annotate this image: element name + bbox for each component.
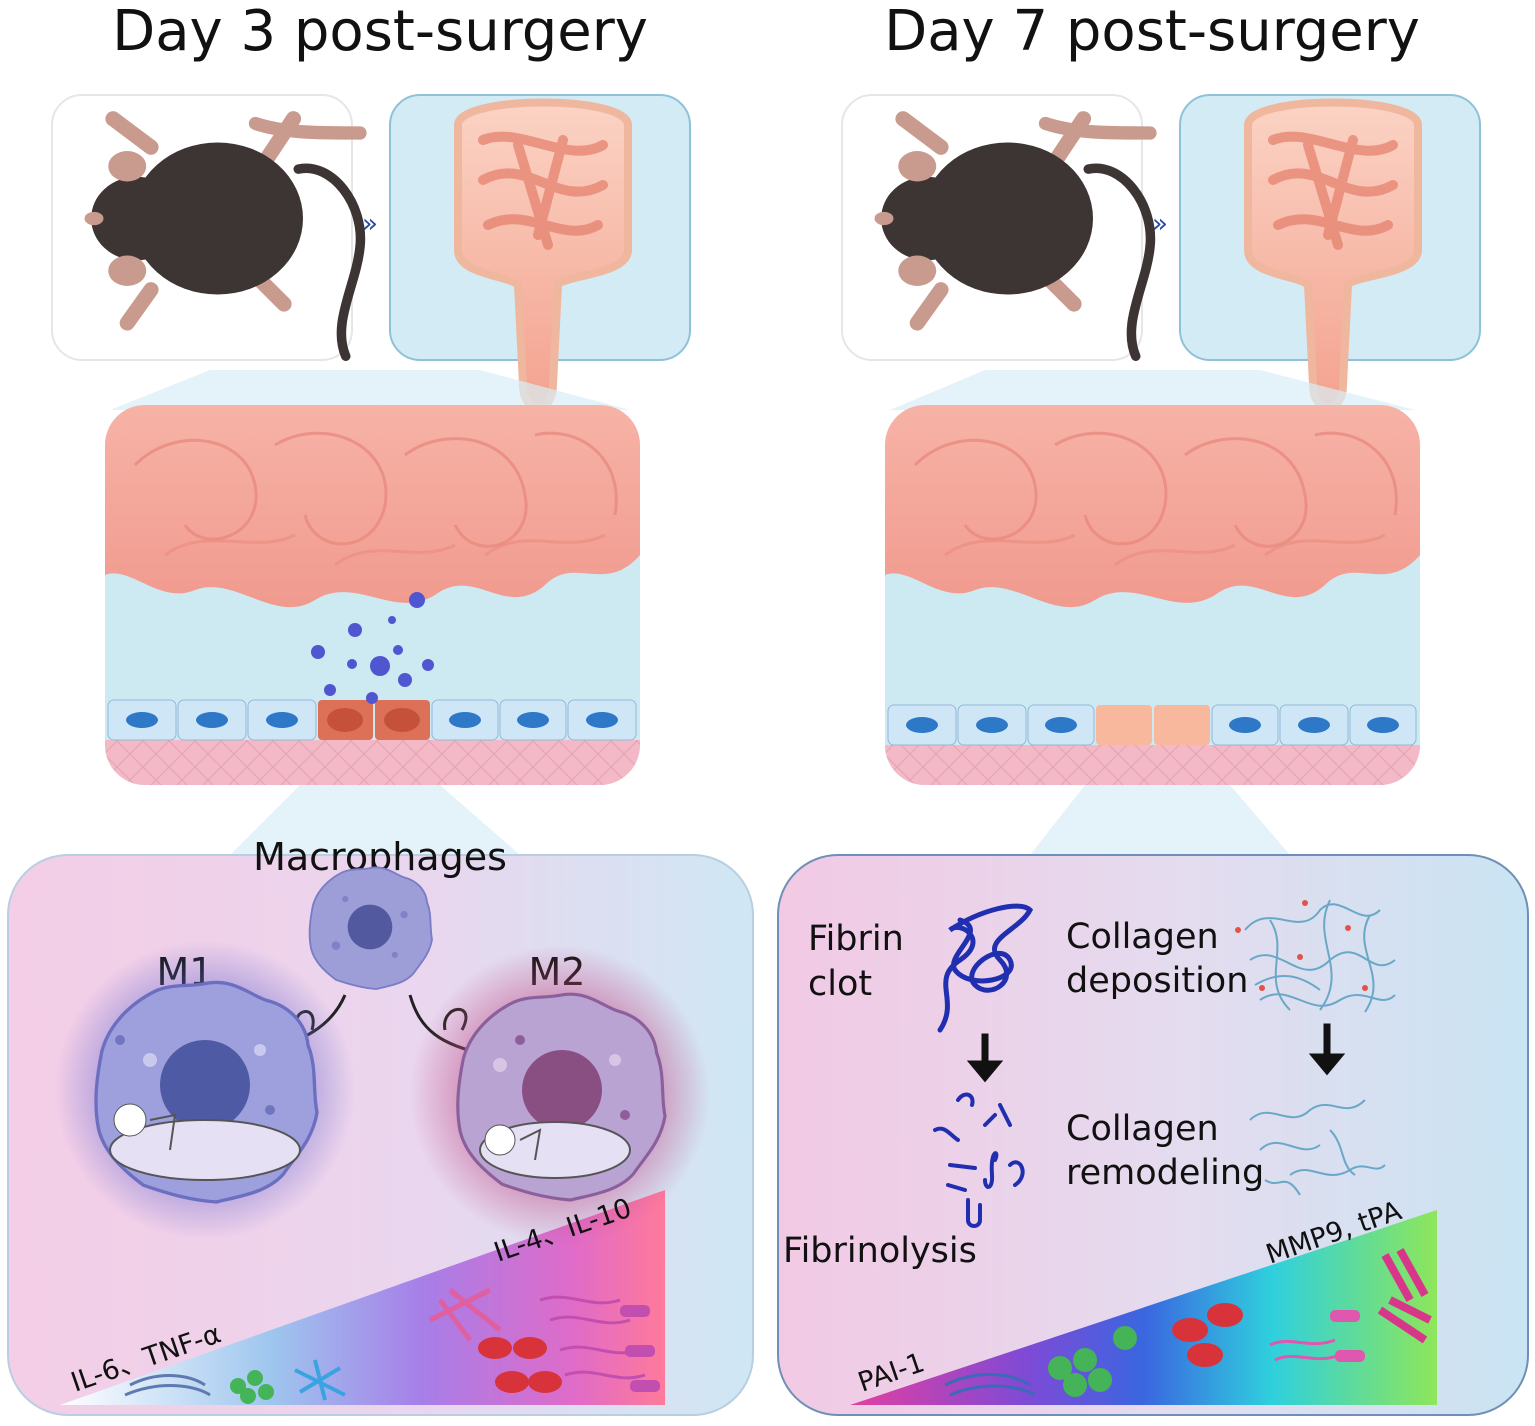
day7-fibrosis-panel: Fibrin clot Fibrinolysis Collagen deposi… xyxy=(777,854,1529,1416)
zoom-wedge-2 xyxy=(1030,785,1290,855)
cell-debris-markers xyxy=(124,1287,660,1404)
down-arrow-icon xyxy=(966,1033,1004,1083)
day7-tissue-section xyxy=(885,405,1420,785)
cytokine-gradient-wedge xyxy=(60,1190,665,1405)
day7-title: Day 7 post-surgery xyxy=(884,0,1420,64)
collagen-remodeling-line2: remodeling xyxy=(1066,1153,1264,1193)
chevron-right-icon: » xyxy=(1152,209,1168,239)
m2-macrophage xyxy=(410,945,710,1245)
day3-mouse-card xyxy=(51,94,360,360)
colon-icon xyxy=(1248,103,1418,408)
collagen-crosslink-dots xyxy=(1235,900,1368,991)
fibrin-fragments-icon xyxy=(933,1092,1025,1228)
fibrin-clot-label-line1: Fibrin xyxy=(808,919,904,959)
colon-icon xyxy=(458,103,628,408)
fibrinolysis-label: Fibrinolysis xyxy=(783,1231,977,1271)
collagen-deposition-line1: Collagen xyxy=(1066,917,1219,957)
zoom-wedge xyxy=(890,370,1415,410)
day3-tissue-section xyxy=(105,405,640,785)
fibrin-strand-icon xyxy=(937,903,1034,1033)
cell-debris-markers xyxy=(944,1248,1432,1397)
collagen-deposition-line2: deposition xyxy=(1066,961,1248,1001)
zoom-wedge xyxy=(110,370,630,410)
day3-colon-card xyxy=(389,94,691,408)
collagen-network-icon xyxy=(1244,899,1396,1013)
chevron-right-icon: » xyxy=(362,209,378,239)
mesothelial-cell-layer xyxy=(887,704,1417,746)
down-arrow-icon xyxy=(1308,1023,1346,1076)
day3-title: Day 3 post-surgery xyxy=(112,0,648,64)
collagen-remodel-icon xyxy=(1249,1099,1386,1196)
day7-colon-card xyxy=(1179,94,1481,408)
day7-mouse-card xyxy=(841,94,1150,360)
collagen-remodeling-line1: Collagen xyxy=(1066,1109,1219,1149)
m1-macrophage xyxy=(55,940,355,1240)
mesothelial-cell-layer xyxy=(107,699,637,741)
macrophage-cell xyxy=(308,866,433,990)
cytokine-particles xyxy=(311,592,434,704)
zoom-wedge-2 xyxy=(230,785,520,855)
day3-macrophage-panel: Macrophages M1 M2 xyxy=(7,835,754,1416)
fibrin-clot-label-line2: clot xyxy=(808,964,872,1004)
